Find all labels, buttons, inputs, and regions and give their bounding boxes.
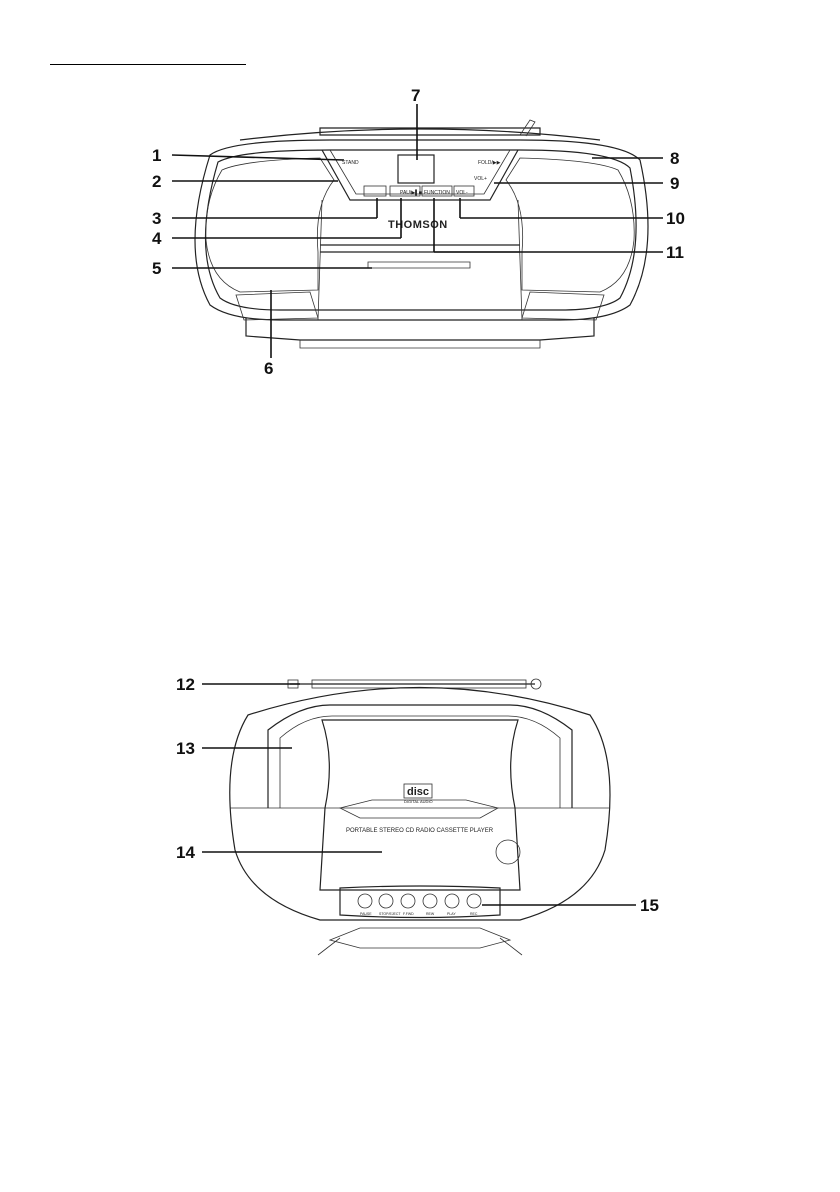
skip-button	[364, 186, 386, 196]
front-view: PAU/▶▌■ FUNCTION STAND FOLD/▶▶ VOL+ VOL-…	[152, 86, 685, 378]
label-vol-minus: VOL-	[456, 190, 468, 196]
callout-11: 11	[666, 243, 684, 262]
callout-2: 2	[152, 172, 161, 191]
label-vol-plus: VOL+	[474, 176, 487, 182]
callout-13: 13	[176, 739, 195, 758]
callout-14: 14	[176, 843, 195, 862]
callout-6: 6	[264, 359, 273, 378]
label-rew-key: REW	[426, 912, 435, 916]
product-text: PORTABLE STEREO CD RADIO CASSETTE PLAYER	[346, 828, 494, 834]
label-function: FUNCTION	[424, 190, 450, 196]
play-key	[445, 894, 459, 908]
callout-9: 9	[670, 174, 679, 193]
label-stop-key: STOP/EJECT	[379, 912, 401, 916]
rew-key	[423, 894, 437, 908]
cd-lid	[320, 720, 520, 890]
label-fold: FOLD/▶▶	[478, 160, 501, 166]
callout-1: 1	[152, 146, 161, 165]
pause-key	[358, 894, 372, 908]
callout-15: 15	[640, 896, 659, 915]
lcd-display	[398, 155, 434, 183]
label-ffwd-key: F.FWD	[403, 912, 414, 916]
label-rec-key: REC	[470, 912, 478, 916]
brand-logo: THOMSON	[388, 219, 448, 231]
round-window	[496, 840, 520, 864]
label-stand: STAND	[342, 160, 359, 166]
label-pause-key: PAUSE	[360, 912, 372, 916]
rec-key	[467, 894, 481, 908]
top-view: disc DIGITAL AUDIO PORTABLE STEREO CD RA…	[176, 675, 659, 955]
label-play-key: PLAY	[447, 912, 456, 916]
callout-4: 4	[152, 229, 162, 248]
callout-3: 3	[152, 209, 161, 228]
callout-12: 12	[176, 675, 195, 694]
callout-8: 8	[670, 149, 679, 168]
ffwd-key	[401, 894, 415, 908]
disc-logo-text: disc	[407, 786, 429, 798]
right-speaker	[506, 158, 634, 292]
callout-7: 7	[411, 86, 420, 105]
label-pause: PAU/▶▌■	[400, 189, 422, 196]
cassette-slot	[368, 262, 470, 268]
left-speaker	[206, 158, 334, 292]
callout-10: 10	[666, 209, 685, 228]
callout-5: 5	[152, 259, 161, 278]
stop-eject-key	[379, 894, 393, 908]
